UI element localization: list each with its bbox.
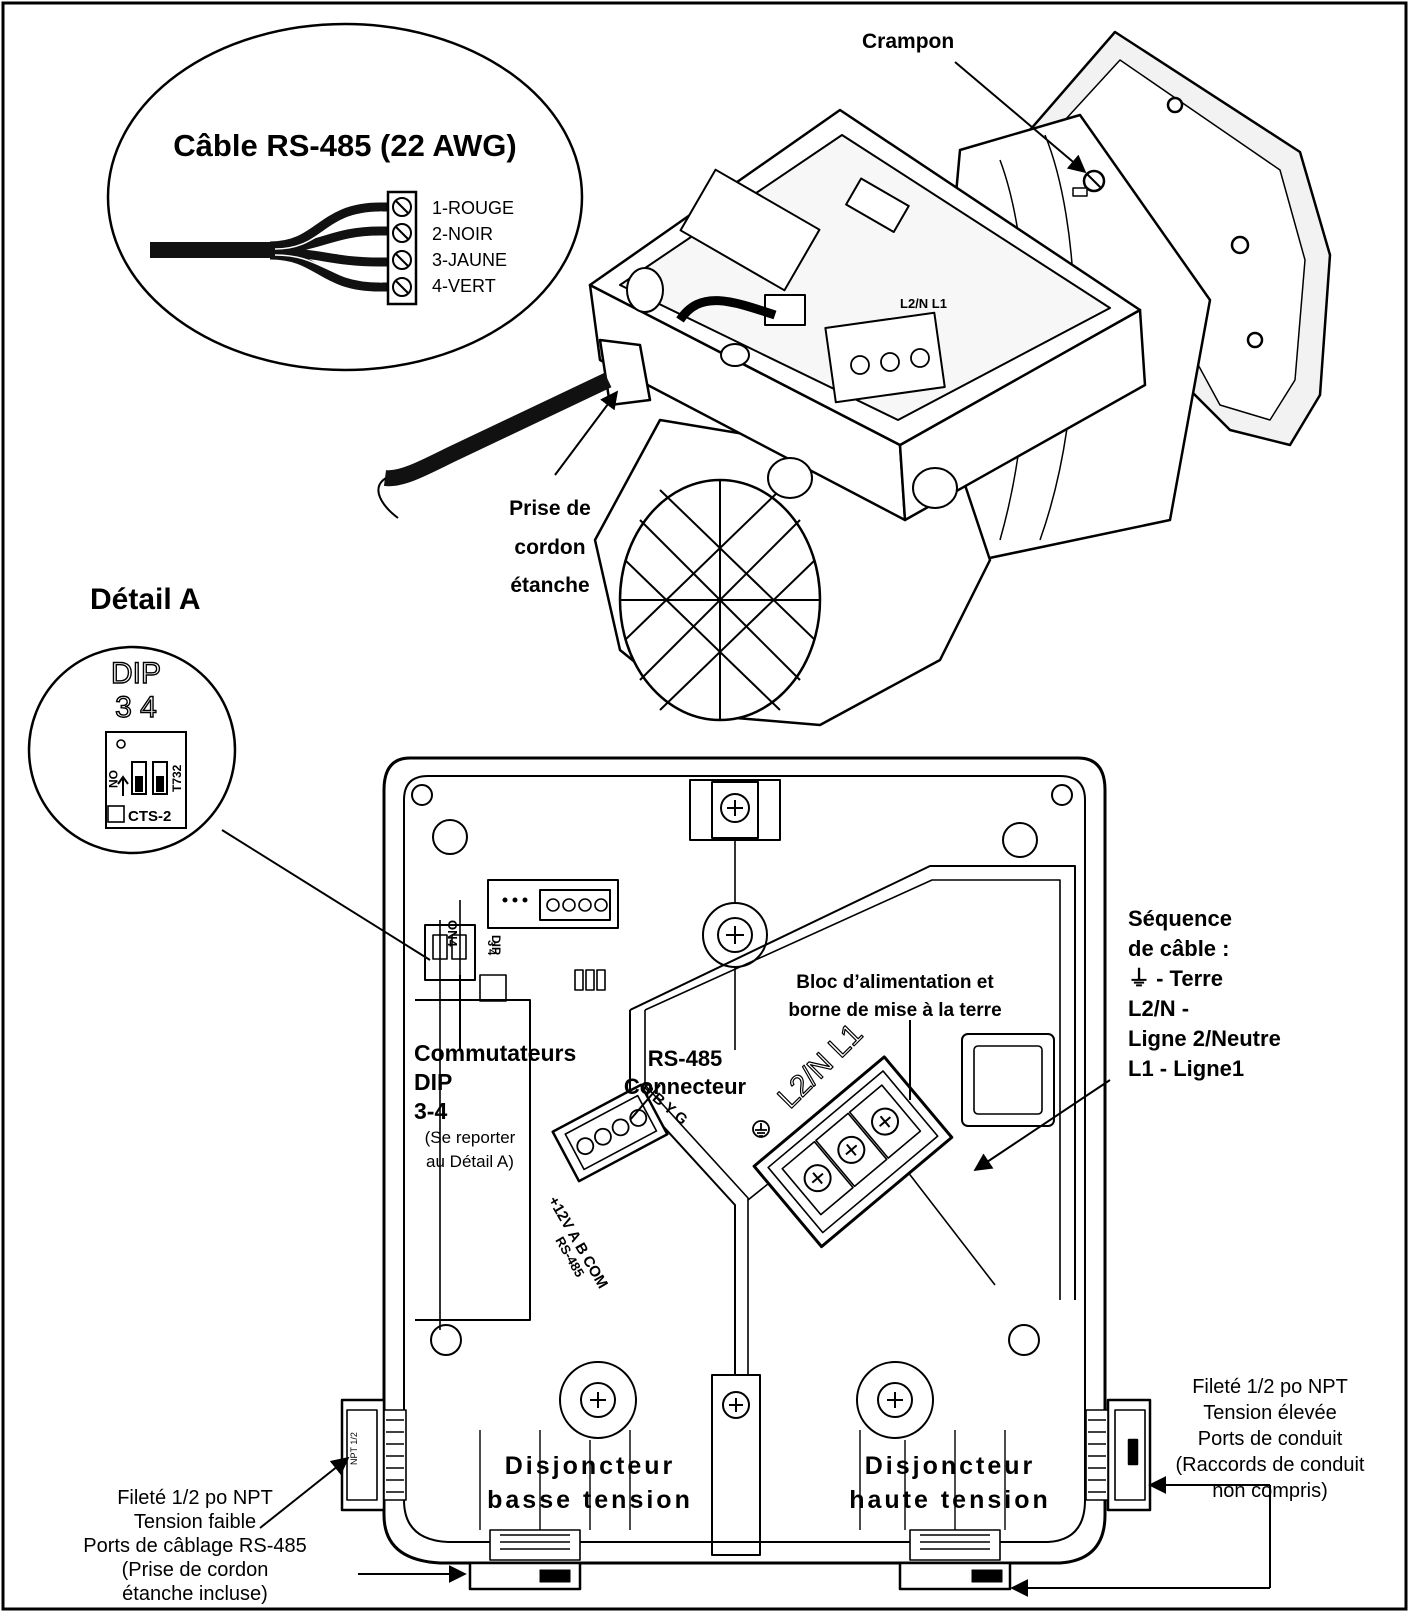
left-ports-label-5: étanche incluse)	[122, 1583, 268, 1605]
inner-capacitor	[679, 168, 821, 292]
wire-4	[269, 250, 395, 292]
arrow-left-side-port	[259, 1456, 350, 1529]
top-l2n-l1-mark: L2/N L1	[900, 296, 947, 311]
inner-cable	[676, 296, 777, 323]
top-screw	[720, 793, 750, 823]
wire-label-4: 4-VERT	[432, 276, 496, 296]
sequence-label-4: L2/N -	[1128, 996, 1190, 1021]
detail-t732: T732	[170, 764, 184, 792]
cable-callout-title: Câble RS-485 (22 AWG)	[173, 128, 517, 163]
detail-cts: CTS-2	[128, 808, 172, 825]
high-breaker-label-1: Disjoncteur	[864, 1452, 1036, 1480]
dip-switch-label-3: 3-4	[414, 1098, 448, 1124]
dip-note-1: (Se reporter	[424, 1128, 516, 1147]
rs485-connector-label-1: RS-485	[647, 1046, 723, 1071]
wire-label-2: 2-NOIR	[432, 224, 494, 244]
cord-grip-label-1: Prise de	[509, 497, 591, 520]
low-breaker-label-2: basse tension	[487, 1486, 693, 1514]
dip-switch-label-2: DIP	[414, 1069, 453, 1095]
right-ports-label-1: Fileté 1/2 po NPT	[1192, 1376, 1348, 1398]
detail-dip-numbers: 3 4	[114, 690, 157, 724]
housing-outer	[382, 756, 1107, 1565]
left-ports-label-2: Tension faible	[133, 1511, 257, 1533]
sequence-label-1: Séquence	[1128, 906, 1232, 931]
dip-switch-label-1: Commutateurs	[414, 1040, 577, 1066]
cord-grip-label-3: étanche	[510, 574, 590, 597]
board-dip: DIP	[489, 935, 503, 955]
detail-a-callout: ON	[27, 645, 237, 855]
board-on4: ON4	[445, 920, 460, 948]
sequence-label-5: Ligne 2/Neutre	[1128, 1026, 1281, 1051]
cable-jacket	[150, 242, 280, 258]
cable-oval	[106, 22, 584, 372]
mount-holes	[411, 784, 1073, 1356]
left-ports-label-4: (Prise de cordon	[121, 1559, 269, 1581]
ground-symbol	[752, 1120, 770, 1138]
bottom-center-screw	[722, 1391, 750, 1419]
detail-on-mark: ON	[106, 770, 120, 788]
right-ports-label-4: (Raccords de conduit	[1175, 1454, 1365, 1476]
detail-dip-word: DIP	[110, 656, 161, 690]
left-ports-label-3: Ports de câblage RS-485	[83, 1535, 307, 1557]
power-block-label-1: Bloc d’alimentation et	[796, 972, 994, 993]
side-port-left-label: NPT 1/2	[349, 1432, 359, 1465]
detail-a-title: Détail A	[90, 583, 201, 616]
wire-label-3: 3-JAUNE	[432, 250, 508, 270]
high-breaker-label-2: haute tension	[849, 1486, 1051, 1514]
side-port-left	[340, 1398, 407, 1512]
right-ports-label-5: non compris)	[1212, 1480, 1328, 1502]
cable-callout	[106, 22, 584, 372]
rs485-connector-label-2: Connecteur	[623, 1074, 747, 1099]
terminal-screws	[392, 197, 412, 297]
arrow-sequence	[973, 1079, 1111, 1171]
leader-detail-a	[221, 829, 431, 961]
leader-rs485-connector	[629, 1084, 661, 1121]
power-terminal-block	[752, 1055, 954, 1249]
external-cable	[383, 372, 612, 487]
inner-terminal-top	[845, 177, 910, 233]
left-ports-label-1: Fileté 1/2 po NPT	[117, 1487, 273, 1509]
wire-label-1: 1-ROUGE	[432, 198, 515, 218]
rs485-header	[487, 879, 619, 929]
sequence-label-3: ⏚ - Terre	[1128, 966, 1223, 991]
right-ports-label-3: Ports de conduit	[1197, 1428, 1343, 1450]
arrow-cord-grip	[554, 390, 619, 476]
arrow-crampon	[954, 61, 1087, 174]
sequence-label-6: L1 - Ligne1	[1128, 1056, 1245, 1081]
bottom-right-screw	[877, 1382, 913, 1418]
cord-grip-label-2: cordon	[514, 536, 586, 559]
center-screw	[717, 917, 753, 953]
dip-note-2: au Détail A)	[426, 1152, 514, 1171]
pump-motor-illustration: L2/N L1	[377, 30, 1332, 727]
power-block-label-2: borne de mise à la terre	[788, 1000, 1002, 1021]
sequence-label-2: de câble :	[1128, 936, 1230, 961]
bottom-left-screw	[580, 1382, 616, 1418]
partition-wall	[629, 1010, 736, 1375]
fan-grille	[620, 480, 820, 720]
housing-inner	[403, 775, 1086, 1543]
junction-box-open-view: NPT 1/2 L2/N L1 R B Y G +12V A B COM RS-…	[340, 756, 1152, 1591]
low-breaker-label-1: Disjoncteur	[504, 1452, 676, 1480]
leader-lines	[221, 61, 1271, 1597]
dip-switch-module	[424, 924, 476, 981]
right-ports-label-2: Tension élevée	[1203, 1402, 1337, 1424]
side-port-right	[1085, 1398, 1152, 1512]
crampon-label: Crampon	[862, 30, 955, 53]
board-dip-small-nums: 3 4	[485, 940, 497, 956]
